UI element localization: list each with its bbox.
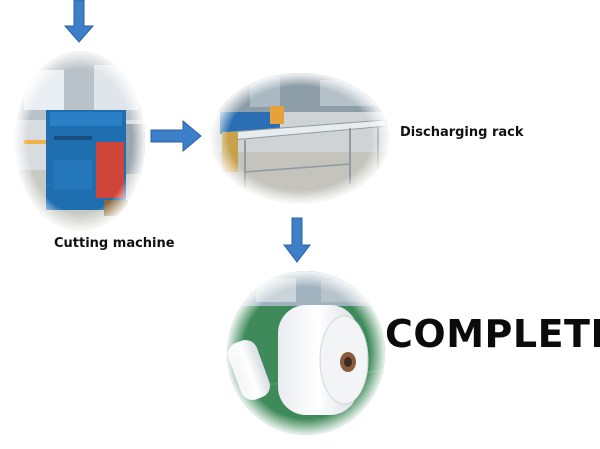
discharging-rack-label: Discharging rack xyxy=(400,125,524,140)
arrow-down-icon xyxy=(283,217,311,263)
cutting-machine-label: Cutting machine xyxy=(54,236,175,251)
arrow-down-icon xyxy=(63,0,95,43)
arrow-right-icon xyxy=(150,119,202,153)
complete-title: COMPLETE xyxy=(385,312,600,356)
discharging-rack-photo xyxy=(210,72,390,204)
finished-rolls-photo xyxy=(226,270,386,436)
cutting-machine-photo xyxy=(14,50,146,232)
